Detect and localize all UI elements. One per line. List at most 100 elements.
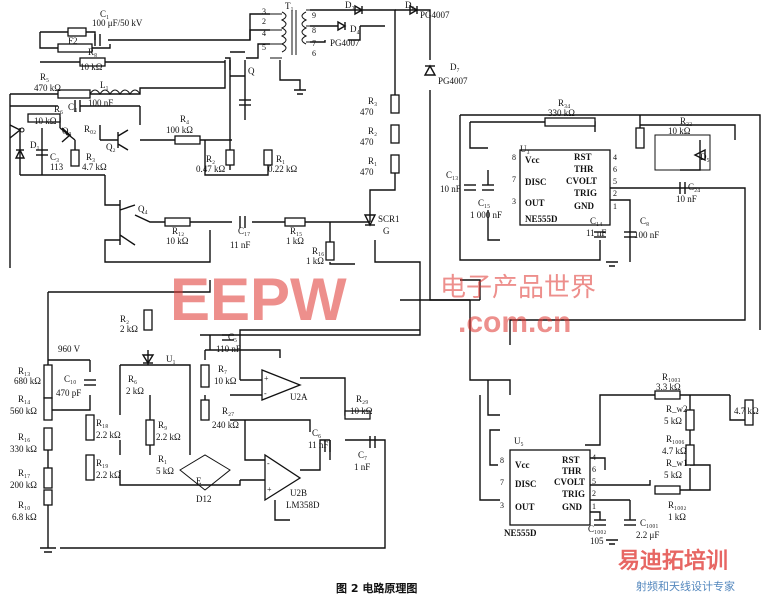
u3-cvolt: CVOLT	[566, 176, 597, 186]
rh2-label: R₂	[368, 126, 377, 136]
r1002-value: 1 kΩ	[668, 512, 686, 522]
resistors	[27, 43, 754, 506]
grounds	[40, 89, 618, 553]
svg-text:3: 3	[262, 7, 266, 16]
r1003-value: 3.3 kΩ	[656, 382, 681, 392]
r8-label: R₈	[88, 47, 97, 57]
c10-value: 470 pF	[56, 388, 81, 398]
ne555-u3-label: NE555D	[525, 214, 558, 224]
r6-label: R₆	[54, 104, 63, 114]
r17-label: R₁₇	[18, 468, 30, 478]
svg-text:8: 8	[512, 153, 516, 162]
svg-text:5: 5	[262, 43, 266, 52]
c4-label: C₄	[68, 102, 77, 112]
q4-label: Q₄	[138, 204, 148, 214]
u3-thr: THR	[574, 164, 594, 174]
r29-label: R₂₉	[356, 394, 368, 404]
rh3-value: 470	[360, 107, 374, 117]
svg-text:3: 3	[500, 501, 504, 510]
r14-value: 560 kΩ	[10, 406, 37, 416]
r33-label: R₃₃	[680, 116, 692, 126]
svg-text:7: 7	[500, 478, 504, 487]
svg-text:7: 7	[312, 39, 316, 48]
c4-value: 100 nF	[88, 98, 113, 108]
r5-label: R₅	[40, 72, 49, 82]
r19-label: R₁₉	[96, 458, 108, 468]
svg-text:8: 8	[312, 26, 316, 35]
r10-label: R₁₀	[18, 500, 30, 510]
u5-cvolt: CVOLT	[554, 477, 585, 487]
rv1-label: R₁	[158, 454, 167, 464]
svg-text:5: 5	[613, 177, 617, 186]
r1003-label: R₁₀₀₃	[662, 372, 681, 382]
r02-label: R₀₂	[84, 124, 96, 134]
svg-text:2: 2	[262, 17, 266, 26]
u3-rst: RST	[574, 152, 592, 162]
c1-label: C₁	[100, 9, 109, 19]
d12-label: D12	[196, 494, 212, 504]
c5-value: 110 nF	[216, 344, 241, 354]
rh3-label: R₃	[368, 96, 377, 106]
u5-out: OUT	[515, 502, 535, 512]
transformer-t1: 3 2 4 5 9 8 7 6 T₁	[262, 1, 316, 59]
c6-label: C₆	[312, 428, 321, 438]
r9-value: 2.2 kΩ	[156, 432, 181, 442]
d3-label: D₃	[345, 0, 355, 10]
r15-value: 1 kΩ	[286, 236, 304, 246]
u5-thr: THR	[562, 466, 582, 476]
component-labels: C₁ 100 μF/50 kV F2 R₈ 10 kΩ D₃ D₆ PG4007…	[10, 0, 759, 546]
r6b-value: 2 kΩ	[126, 386, 144, 396]
r12-value: 10 kΩ	[166, 236, 189, 246]
c5-label: C₅	[228, 332, 237, 342]
c1002-value: 105	[590, 536, 604, 546]
c8-label: C₈	[640, 216, 649, 226]
svg-text:6: 6	[613, 165, 617, 174]
c13-value: 10 nF	[440, 184, 461, 194]
svg-text:4: 4	[613, 153, 617, 162]
u5-rst: RST	[562, 455, 580, 465]
c1002-label: C₁₀₀₂	[588, 524, 607, 534]
c24-label: C₂₄	[688, 182, 700, 192]
brand2-subtitle: 射频和天线设计专家	[636, 579, 735, 593]
c8-value: 100 nF	[634, 230, 659, 240]
inductor-fuse	[67, 27, 141, 95]
r13-label: R₁₃	[18, 366, 30, 376]
u5-disc: DISC	[515, 479, 537, 489]
t1-label: T₁	[285, 1, 294, 11]
u3-disc: DISC	[525, 177, 547, 187]
u1-label: U₁	[166, 354, 176, 364]
r16b-label: R₁₆	[18, 432, 30, 442]
r1006-label: R₁₀₀₆	[666, 434, 685, 444]
svg-text:6: 6	[312, 49, 316, 58]
pg4007-1: PG4007	[420, 10, 450, 20]
u3-trig: TRIG	[574, 188, 597, 198]
scr1-label: SCR1	[378, 214, 400, 224]
r9-label: R₉	[158, 420, 167, 430]
pot-4k7: 4.7 kΩ	[734, 406, 759, 416]
rr2-value: 2 kΩ	[120, 324, 138, 334]
svg-text:+: +	[264, 374, 269, 383]
r29-value: 10 kΩ	[350, 406, 373, 416]
rh1-value: 470	[360, 167, 374, 177]
r27-label: R₂₇	[222, 406, 234, 416]
u5-trig: TRIG	[562, 489, 585, 499]
eepw-domain: .com.cn	[458, 306, 571, 339]
r34-label: R₃₄	[558, 98, 570, 108]
svg-text:4: 4	[262, 29, 266, 38]
d7-label: D₇	[450, 62, 460, 72]
c13-label: C₁₃	[446, 170, 458, 180]
r27-value: 240 kΩ	[212, 420, 239, 430]
r5-value: 470 kΩ	[34, 83, 61, 93]
r7-label: R₇	[218, 364, 227, 374]
r4-value: 100 kΩ	[166, 125, 193, 135]
scr-gate: G	[383, 226, 390, 236]
r1006-value: 4.7 kΩ	[662, 446, 687, 456]
r12-label: R₁₂	[172, 226, 184, 236]
r1002-label: R₁₀₀₂	[668, 500, 687, 510]
pg4007-3: PG4007	[438, 76, 468, 86]
q3-label: Q₃	[62, 126, 72, 136]
rw1-value: 5 kΩ	[664, 470, 682, 480]
u5-vcc: Vcc	[515, 460, 530, 470]
capacitors	[36, 34, 686, 526]
